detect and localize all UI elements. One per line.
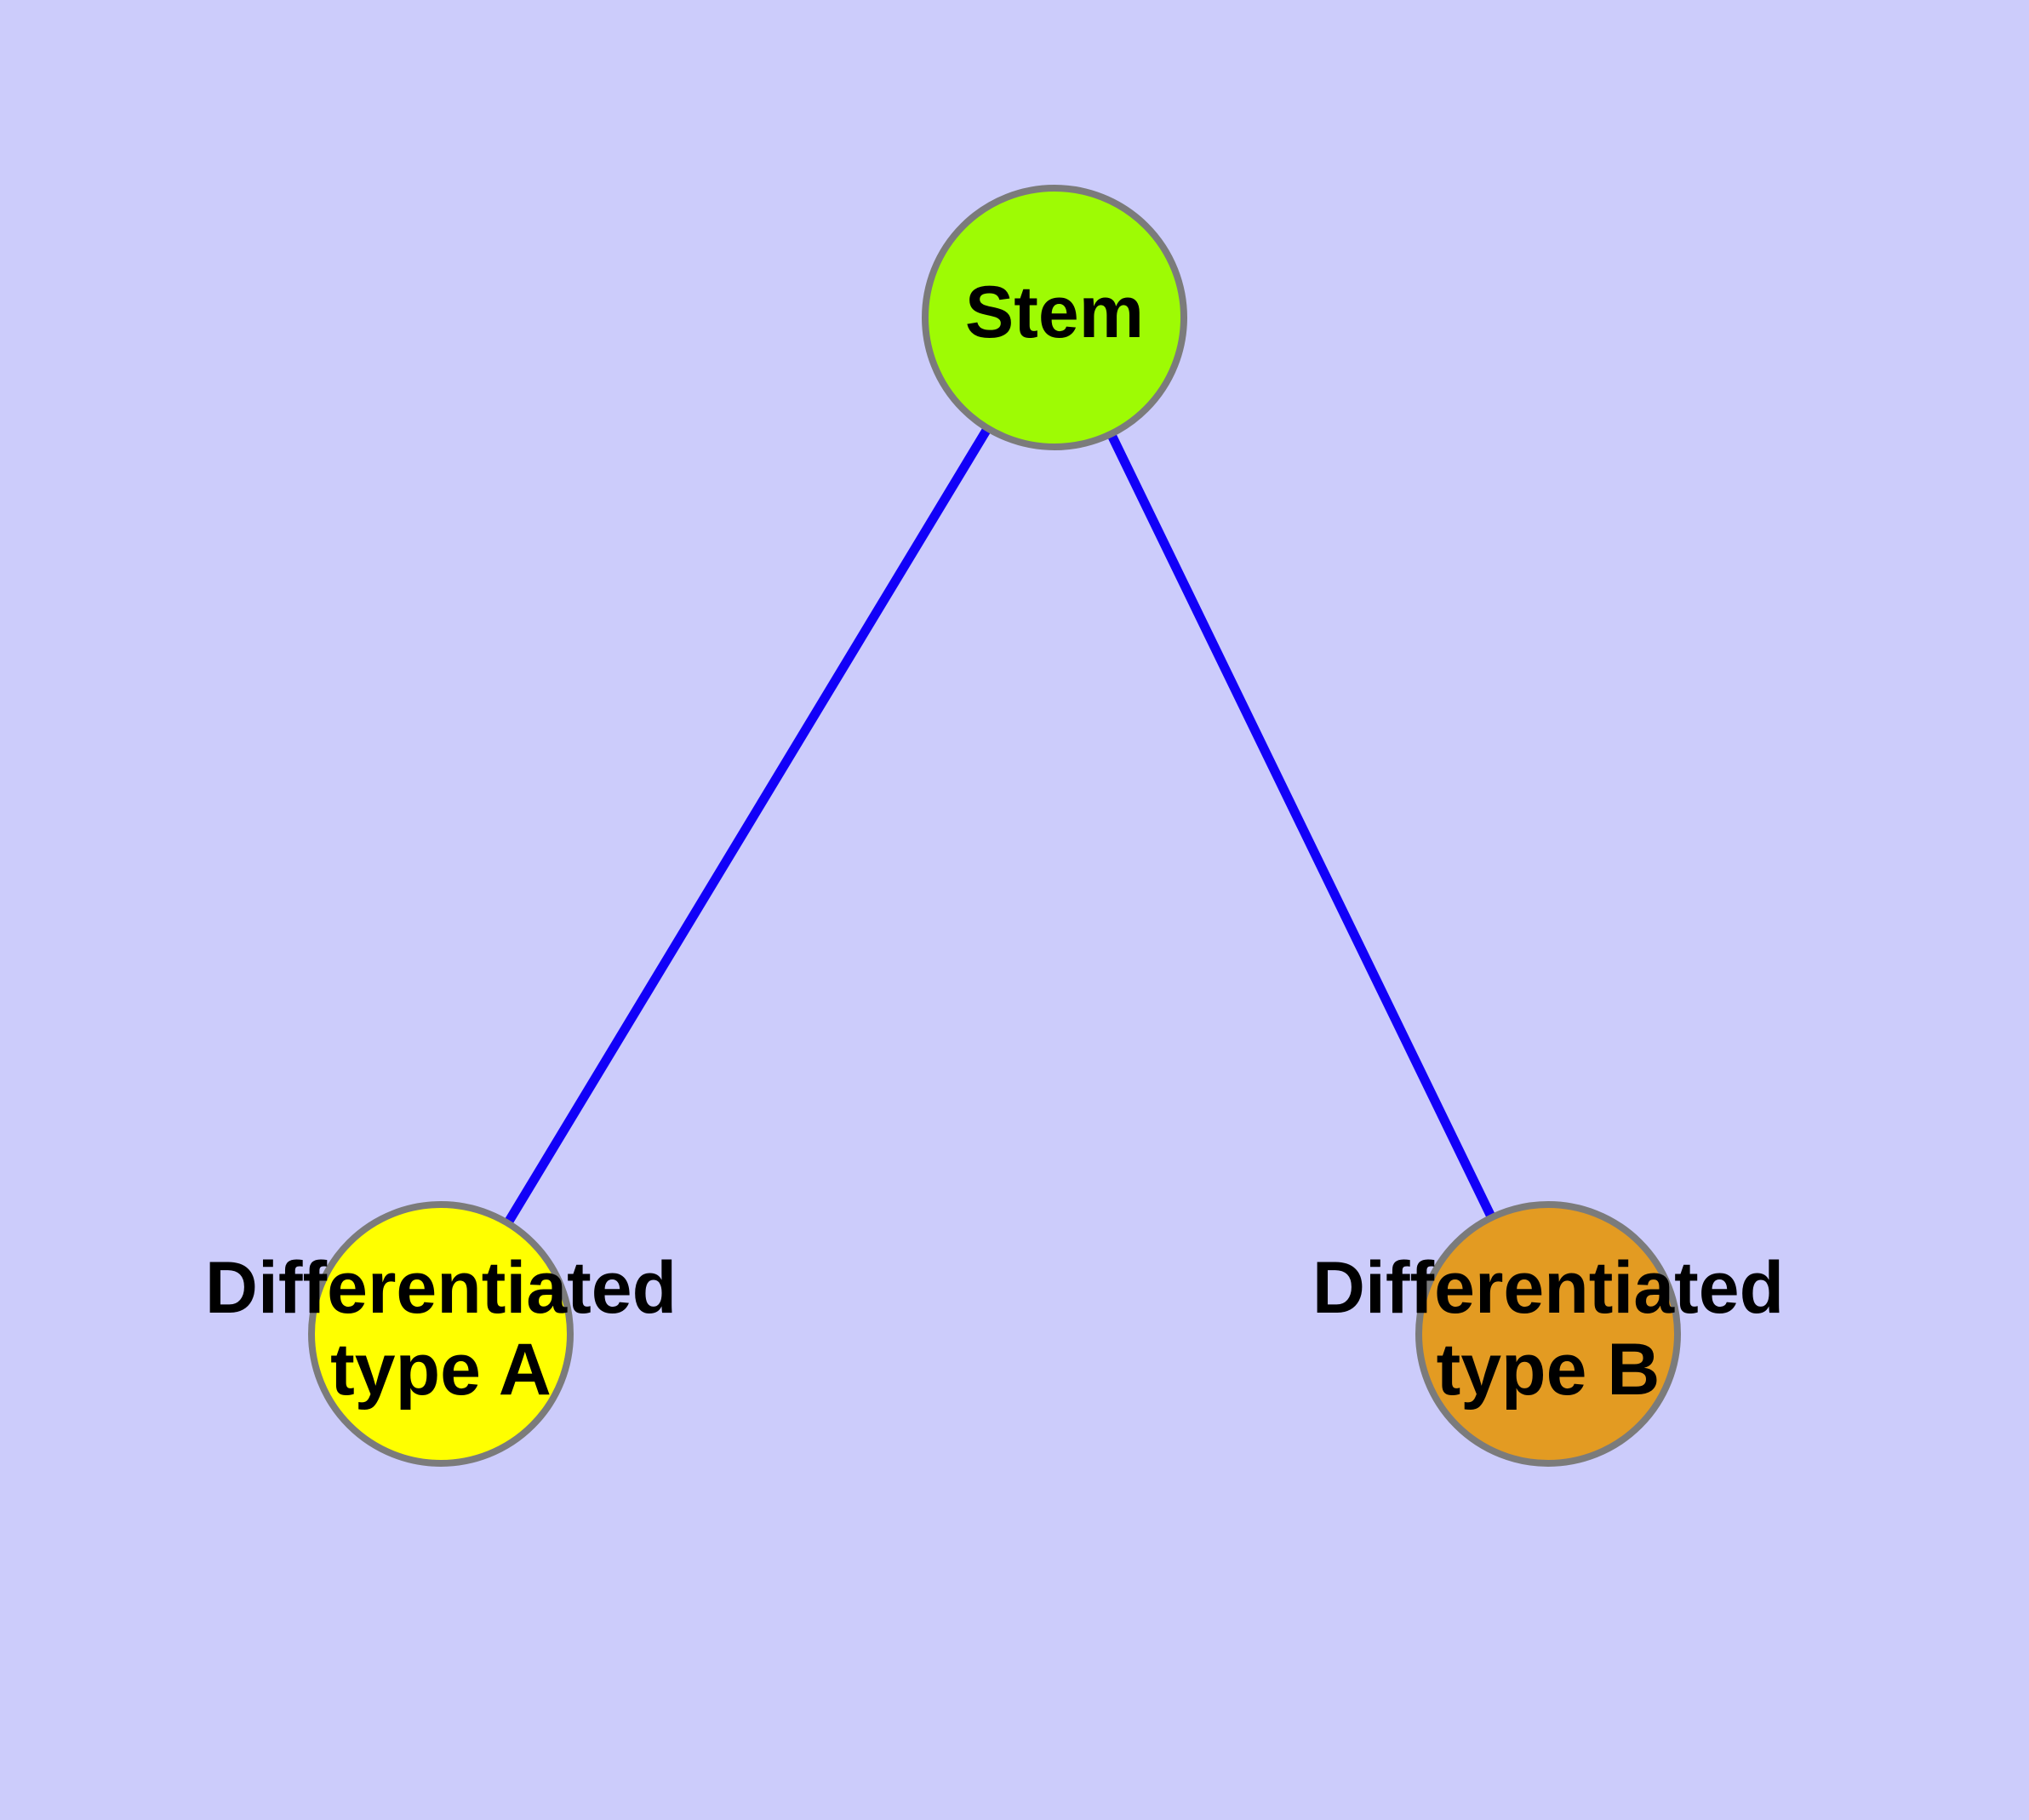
graph-edge[interactable] [1104,426,1499,1225]
graph-node-diff_a[interactable] [308,1201,574,1467]
graph-edge[interactable] [500,421,995,1230]
graph-node-diff_b[interactable] [1415,1201,1681,1467]
node-layer [308,185,1681,1467]
graph-node-stem[interactable] [922,185,1187,450]
edge-layer [500,421,1499,1230]
